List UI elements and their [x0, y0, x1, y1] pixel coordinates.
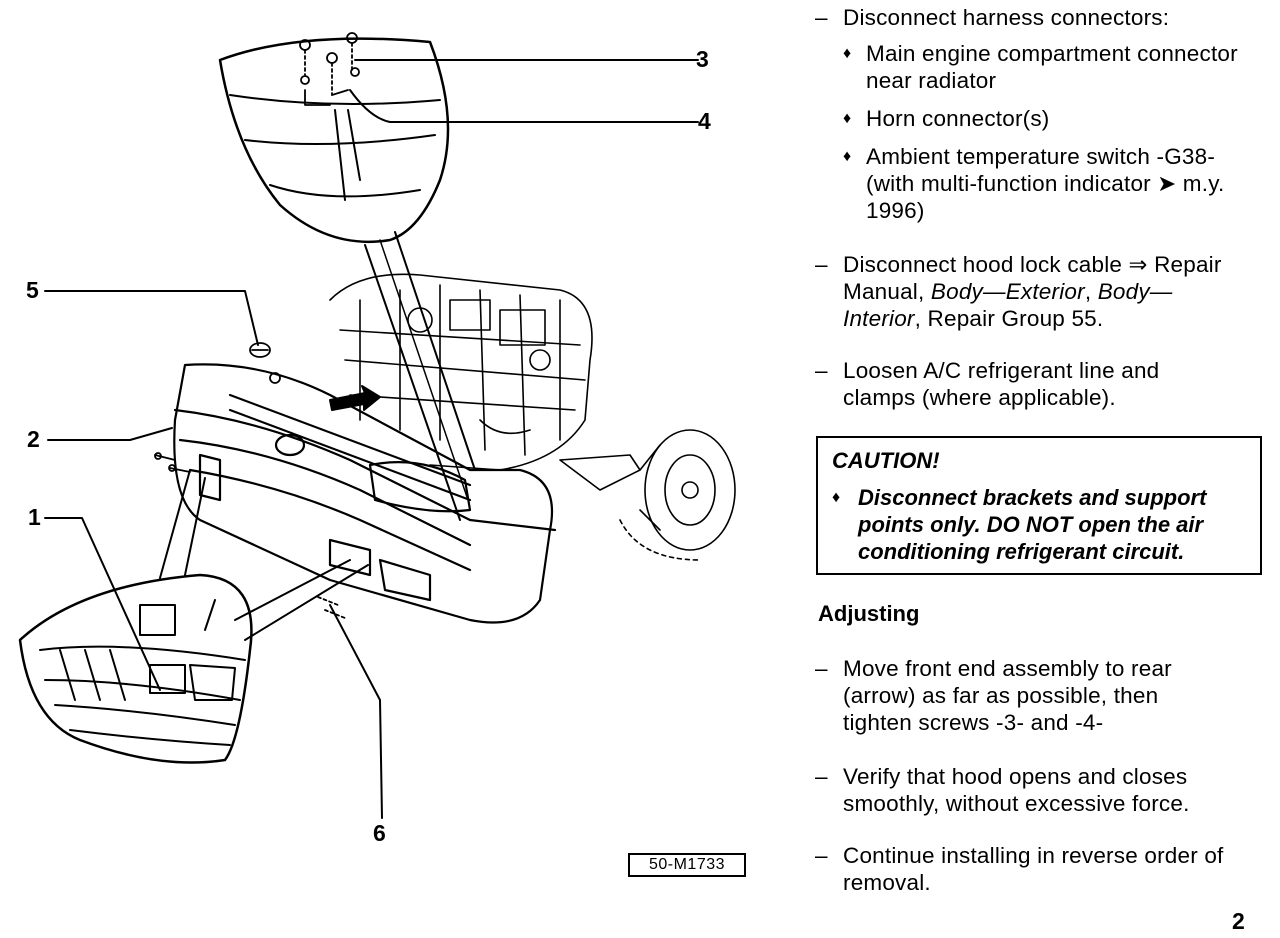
callout-6: 6	[373, 820, 386, 846]
step-text-part: ,	[1084, 279, 1098, 304]
step-move-front-end: – Move front end assembly to rear (arrow…	[815, 655, 1215, 736]
step-disconnect-harness: – Disconnect harness connectors:	[815, 4, 1265, 31]
caution-item: ♦ Disconnect brackets and support points…	[832, 484, 1262, 565]
subitem-text: Ambient temperature switch -G38- (with m…	[866, 144, 1225, 223]
dash-bullet: –	[815, 764, 828, 789]
subitem-ambient-switch: ♦ Ambient temperature switch -G38- (with…	[843, 143, 1238, 224]
front-end-drawing	[18, 32, 736, 819]
reference-body-exterior: Body—Exterior	[930, 279, 1085, 304]
dash-bullet: –	[815, 843, 828, 868]
step-text: Verify that hood opens and closes smooth…	[843, 764, 1190, 816]
step-text-part: , Repair Group 55.	[914, 306, 1104, 331]
step-verify-hood: – Verify that hood opens and closes smoo…	[815, 763, 1260, 817]
caution-box: CAUTION! ♦ Disconnect brackets and suppo…	[816, 436, 1262, 575]
callout-2: 2	[27, 426, 40, 452]
figure-id-label: 50-M1733	[628, 853, 746, 877]
step-loosen-ac-line: – Loosen A/C refrigerant line and clamps…	[815, 357, 1225, 411]
diamond-bullet: ♦	[832, 489, 841, 506]
step-text: Continue installing in reverse order of …	[843, 843, 1224, 895]
step-text: Move front end assembly to rear (arrow) …	[843, 656, 1172, 735]
step-continue-installing: – Continue installing in reverse order o…	[815, 842, 1265, 896]
diamond-bullet: ♦	[843, 45, 852, 62]
step-hood-lock-cable: – Disconnect hood lock cable ⇒ Repair Ma…	[815, 251, 1235, 332]
dash-bullet: –	[815, 656, 828, 681]
reference-body-interior: Body—Interior	[843, 279, 1173, 331]
diamond-bullet: ♦	[843, 110, 852, 127]
caution-text: Disconnect brackets and support points o…	[858, 485, 1207, 564]
step-text: Disconnect harness connectors:	[843, 5, 1170, 30]
callout-3: 3	[696, 46, 709, 72]
subitem-text: Main engine compartment connector near r…	[866, 41, 1238, 93]
callout-5: 5	[26, 277, 39, 303]
callout-4: 4	[698, 108, 711, 134]
step-text-part: Disconnect hood lock cable ⇒ Repair Manu…	[843, 252, 1222, 304]
front-end-assembly-illustration: 3 4 5 2 1 6 50-M1733	[18, 32, 746, 877]
dash-bullet: –	[815, 358, 828, 383]
dash-bullet: –	[815, 252, 828, 277]
diamond-bullet: ♦	[843, 148, 852, 165]
subitem-main-connector: ♦ Main engine compartment connector near…	[843, 40, 1263, 94]
caution-title: CAUTION!	[832, 448, 940, 473]
step-text: Loosen A/C refrigerant line and clamps (…	[843, 358, 1160, 410]
dash-bullet: –	[815, 5, 828, 30]
adjusting-heading: Adjusting	[818, 601, 920, 626]
step-text: Disconnect hood lock cable ⇒ Repair Manu…	[843, 251, 1235, 332]
page-number: 2	[1232, 908, 1245, 934]
subitem-horn-connector: ♦ Horn connector(s)	[843, 105, 1263, 132]
subitem-text: Horn connector(s)	[866, 106, 1050, 131]
callout-1: 1	[28, 504, 41, 530]
